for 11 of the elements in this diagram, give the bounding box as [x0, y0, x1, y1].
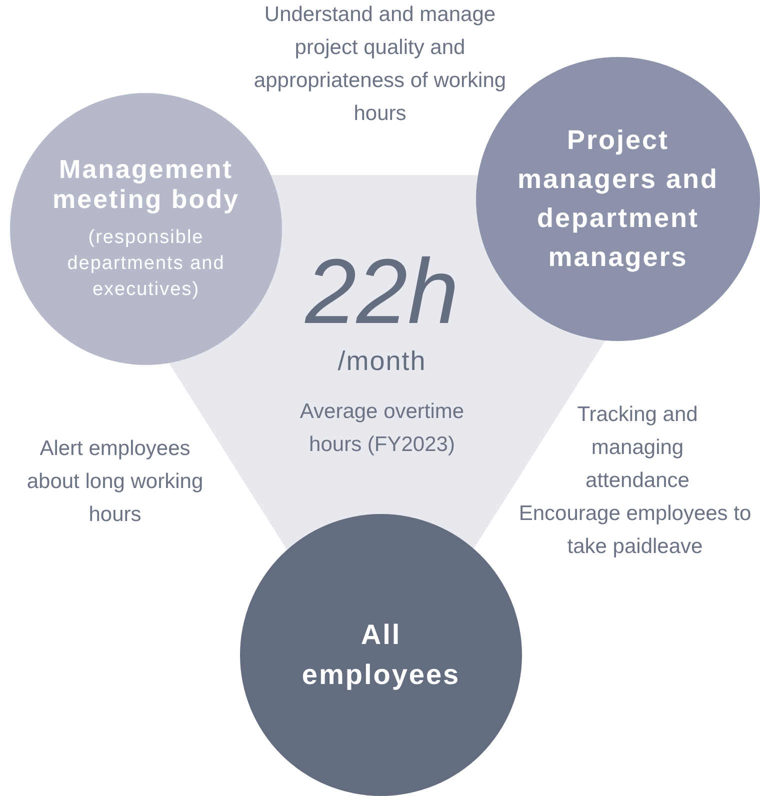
- unit-text: /month: [338, 346, 426, 377]
- annotation-text: Tracking and managing attendance: [576, 402, 699, 494]
- caption-text: Average overtime hours (FY2023): [298, 398, 466, 458]
- annotation-text: Alert employees about long working hours: [26, 436, 204, 528]
- annotation-text: Understand and manage project quality and appropriateness of working hours: [252, 2, 508, 127]
- circle-heading: Management meeting body: [51, 155, 240, 215]
- big-number: 22h: [305, 240, 459, 345]
- circle-heading: Project managers and department managers: [516, 124, 720, 274]
- circle-heading: All employees: [300, 618, 462, 692]
- annotation-text: Encourage employees to take paidleave: [518, 501, 752, 560]
- circle-subtext: (responsible departments and executives): [66, 226, 226, 302]
